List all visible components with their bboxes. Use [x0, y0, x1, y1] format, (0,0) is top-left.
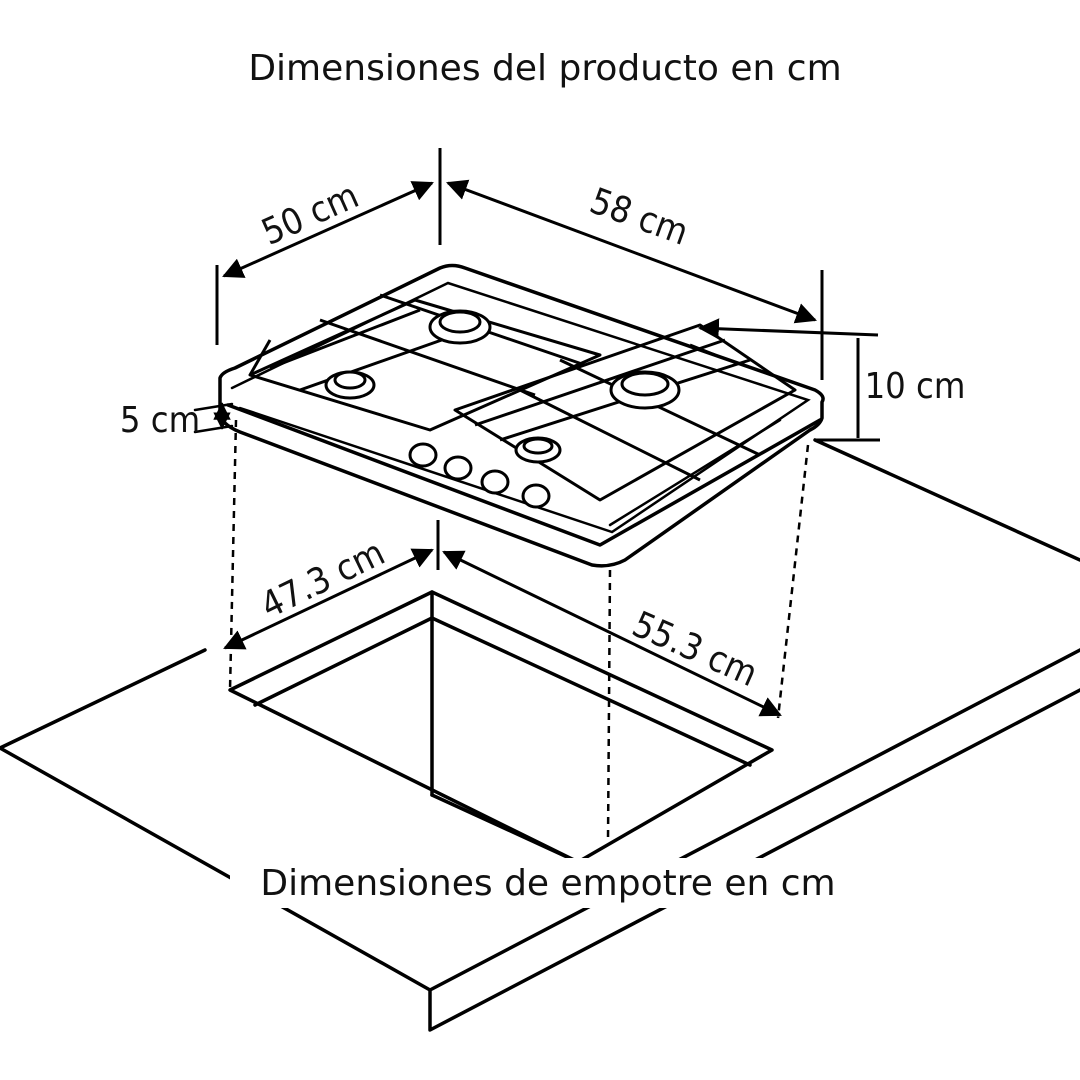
dimension-lip: 5 cm: [120, 400, 234, 441]
title-cutout-dimensions: Dimensiones de empotre en cm: [260, 863, 835, 904]
knob-2: [443, 455, 473, 481]
grates: [248, 293, 797, 502]
dimension-cutout-width: 55.3 cm: [442, 550, 782, 717]
burners: [324, 309, 681, 464]
knob-3: [480, 469, 510, 495]
knob-4: [521, 483, 551, 509]
dimension-height: 10 cm: [697, 318, 966, 442]
label-cutout-width: 55.3 cm: [626, 604, 763, 695]
label-lip: 5 cm: [120, 400, 200, 441]
cooktop: [218, 263, 825, 568]
label-depth: 50 cm: [256, 175, 365, 253]
label-width: 58 cm: [585, 181, 694, 254]
countertop: [0, 438, 1080, 1032]
label-height: 10 cm: [865, 366, 966, 407]
dimension-cutout-depth: 47.3 cm: [223, 520, 440, 650]
knob-1: [408, 442, 438, 468]
control-knobs: [408, 442, 551, 509]
projection-lines: [228, 419, 810, 841]
title-product-dimensions: Dimensiones del producto en cm: [248, 48, 841, 89]
